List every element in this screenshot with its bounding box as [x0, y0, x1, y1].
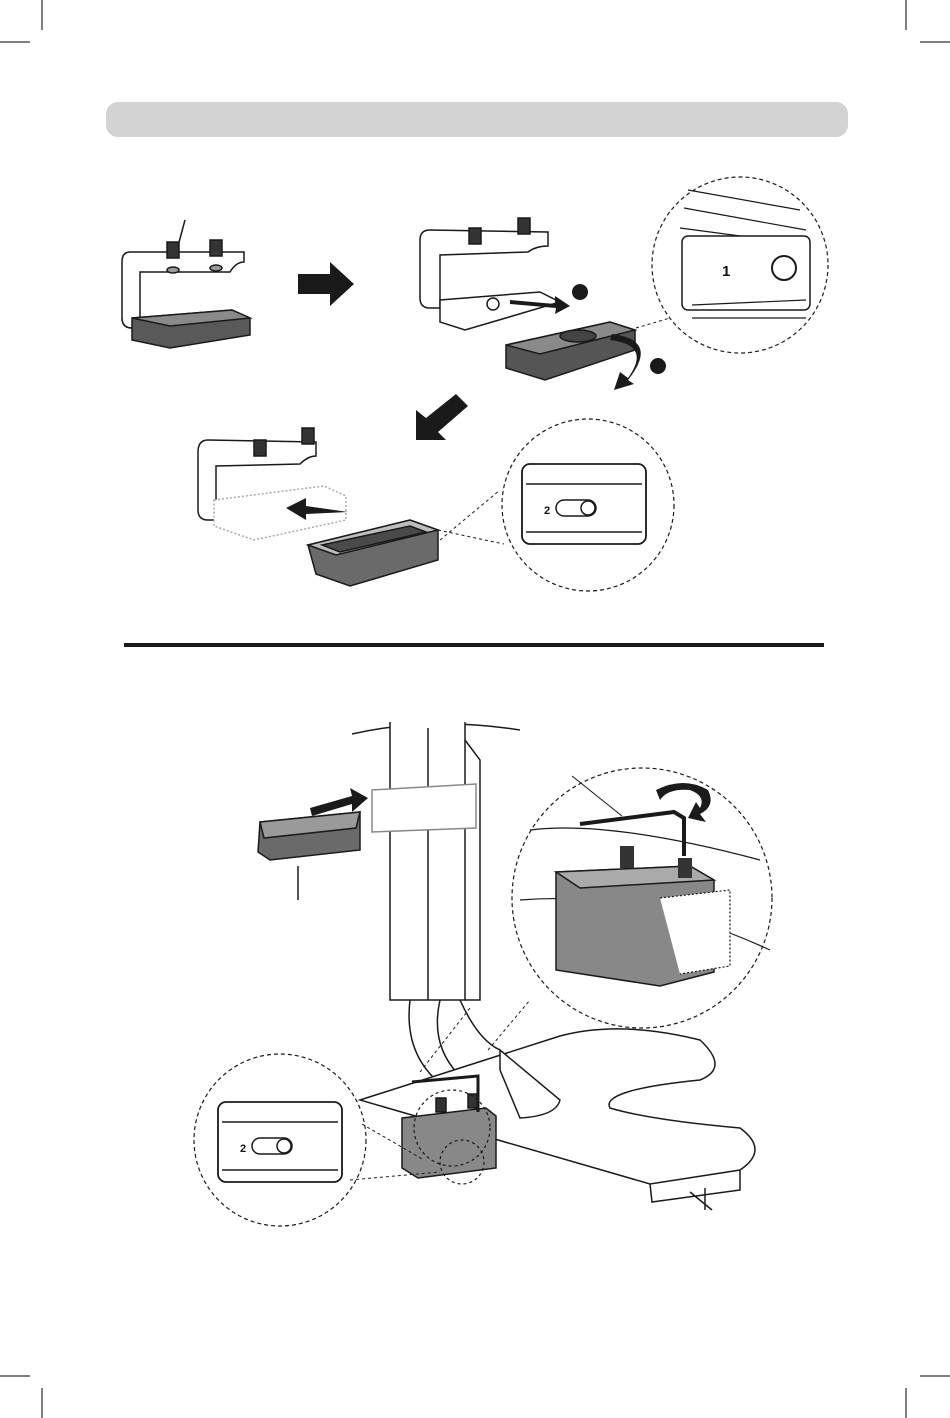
slot-number-2-lower: 2	[240, 1143, 246, 1155]
